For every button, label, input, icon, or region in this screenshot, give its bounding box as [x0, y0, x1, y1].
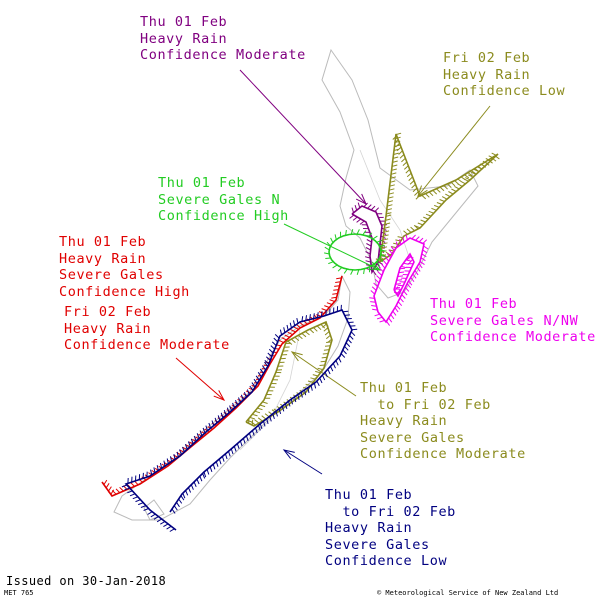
warning-date-range: to Fri 02 Feb — [325, 503, 456, 520]
warning-hazard: Heavy Rain — [59, 250, 147, 267]
leader-arrow — [175, 357, 226, 401]
warning-confidence: Confidence Moderate — [140, 47, 306, 63]
map-code: MET 765 — [4, 589, 34, 597]
warning-label-thu-heavy-rain-gales-high: Thu 01 Feb Heavy Rain Severe Gales Confi… — [59, 234, 190, 300]
warning-confidence: Confidence High — [158, 208, 289, 224]
warning-confidence: Confidence Moderate — [360, 446, 526, 462]
leader-arrow — [417, 105, 491, 198]
warning-label-thu-severe-gales-n-high: Thu 01 Feb Severe Gales N Confidence Hig… — [158, 175, 289, 225]
warning-hazard-2: Severe Gales — [325, 536, 430, 553]
stewart-island-outline — [143, 499, 165, 521]
warning-hazard: Severe Gales N — [158, 191, 281, 208]
warning-date: Thu 01 Feb — [325, 487, 413, 503]
region-boundary — [239, 329, 301, 451]
warning-area-severe-gales-nnw-inner — [393, 252, 415, 298]
warning-date: Thu 01 Feb — [430, 296, 518, 312]
warning-date-range: to Fri 02 Feb — [360, 396, 491, 413]
warning-area-severe-gales-nnw-outer — [369, 234, 429, 326]
copyright-notice: © Meteorological Service of New Zealand … — [377, 589, 559, 597]
warning-date: Thu 01 Feb — [158, 175, 246, 191]
warning-hazard: Heavy Rain — [443, 66, 531, 83]
leader-arrow — [282, 449, 323, 475]
warning-hazard: Heavy Rain — [140, 30, 228, 47]
warning-hazard-2: Severe Gales — [360, 429, 465, 446]
warning-area-severe-gales-n-high — [323, 229, 387, 275]
warning-confidence: Confidence Low — [443, 83, 566, 99]
leader-arrow — [239, 69, 367, 206]
warning-label-thu-severe-gales-nnw-moderate: Thu 01 Feb Severe Gales N/NW Confidence … — [430, 296, 596, 346]
warning-label-thu-fri-rain-gales-low: Thu 01 Feb to Fri 02 Feb Heavy Rain Seve… — [325, 487, 456, 570]
warning-area-rain-gales-moderate — [245, 320, 333, 427]
warning-confidence: Confidence Moderate — [64, 337, 230, 353]
warning-label-fri-heavy-rain-moderate: Fri 02 Feb Heavy Rain Confidence Moderat… — [64, 304, 230, 354]
warning-confidence: Confidence Moderate — [430, 329, 596, 345]
warning-hazard: Severe Gales N/NW — [430, 312, 579, 329]
warning-date: Thu 01 Feb — [360, 380, 448, 396]
leader-arrow — [283, 223, 382, 271]
warning-date: Thu 01 Feb — [59, 234, 147, 250]
warning-date: Fri 02 Feb — [64, 304, 152, 320]
warning-date: Thu 01 Feb — [140, 14, 228, 30]
warning-date: Fri 02 Feb — [443, 50, 531, 66]
warning-hazard: Heavy Rain — [325, 520, 413, 536]
warning-hazard-2: Severe Gales — [59, 267, 164, 283]
issued-date: Issued on 30-Jan-2018 — [6, 574, 167, 588]
warning-area-rain-gales-low — [121, 304, 358, 532]
warning-label-thu-heavy-rain-moderate: Thu 01 Feb Heavy Rain Confidence Moderat… — [140, 14, 306, 64]
warning-confidence: Confidence High — [59, 283, 190, 300]
warning-hazard: Heavy Rain — [360, 413, 448, 429]
warning-label-thu-fri-rain-gales-moderate: Thu 01 Feb to Fri 02 Feb Heavy Rain Seve… — [360, 380, 526, 463]
warning-label-fri-heavy-rain-low: Fri 02 Feb Heavy Rain Confidence Low — [443, 50, 565, 100]
warning-hazard: Heavy Rain — [64, 320, 152, 337]
warning-area-heavy-rain-low — [375, 132, 500, 263]
warning-confidence: Confidence Low — [325, 553, 448, 569]
